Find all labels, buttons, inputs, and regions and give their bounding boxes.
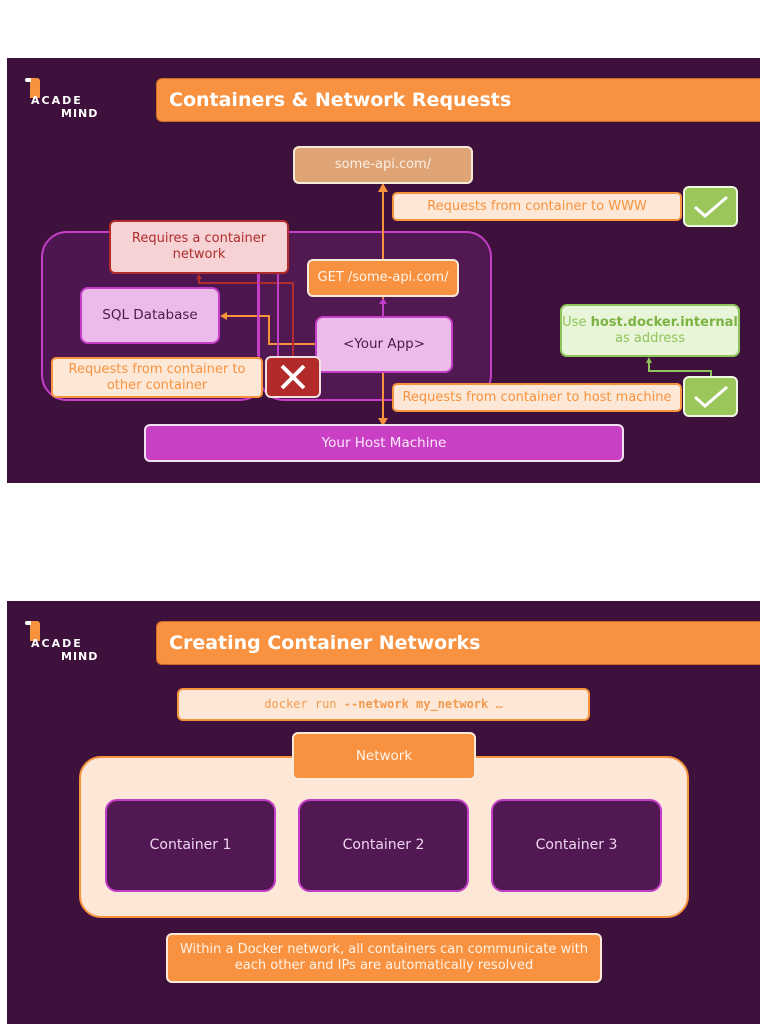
logo-text-line1: ACADE (31, 94, 83, 107)
container-node: Container 3 (491, 799, 662, 892)
host-docker-address: host.docker.internal (590, 314, 738, 330)
cross-icon (265, 356, 321, 398)
arrow-to-host (378, 418, 388, 426)
requires-network-node: Requires a container network (109, 220, 289, 274)
other-container-request-label: Requests from container to other contain… (51, 357, 263, 398)
academind-logo: ACADE MIND (25, 76, 107, 122)
arrow-to-get (379, 298, 387, 304)
line-x-to-requires-network (198, 276, 294, 356)
logo-flag-icon (25, 78, 40, 98)
logo-text-line1: ACADE (31, 637, 83, 650)
slide-title: Containers & Network Requests (169, 89, 512, 111)
network-label: Network (292, 732, 476, 780)
check-icon (683, 376, 738, 417)
logo-flag-icon (25, 621, 40, 641)
command-network-flag: --network my_network (343, 697, 489, 712)
arrow-to-api (378, 183, 388, 192)
command-suffix: … (488, 697, 503, 712)
academind-logo: ACADE MIND (25, 619, 107, 665)
network-explanation-note: Within a Docker network, all containers … (166, 933, 602, 983)
host-docker-prefix: Use (562, 314, 591, 330)
sql-database-node: SQL Database (80, 287, 220, 344)
get-request-node: GET /some-api.com/ (307, 259, 459, 297)
host-docker-line1: Use host.docker.internal (562, 315, 738, 331)
slide-creating-container-networks: ACADE MIND Creating Container Networks d… (7, 601, 760, 1024)
www-request-label: Requests from container to WWW (392, 192, 682, 221)
container-node: Container 2 (298, 799, 469, 892)
docker-run-command: docker run --network my_network … (177, 688, 590, 721)
line-check-to-host-docker (648, 360, 712, 376)
check-icon (683, 186, 738, 227)
slide-title-bar: Creating Container Networks (156, 621, 760, 665)
arrow-to-requires-network (196, 274, 202, 279)
line-app-to-sql (223, 315, 315, 345)
connector-lines (196, 183, 712, 426)
host-machine-node: Your Host Machine (144, 424, 624, 462)
host-docker-internal-node: Use host.docker.internal as address (560, 304, 740, 357)
host-machine-request-label: Requests from container to host machine (392, 383, 682, 412)
arrow-to-sql (220, 312, 227, 320)
container-node: Container 1 (105, 799, 276, 892)
slide-title: Creating Container Networks (169, 632, 481, 654)
slide-title-bar: Containers & Network Requests (156, 78, 760, 122)
api-endpoint-node: some-api.com/ (293, 146, 473, 184)
your-app-node: <Your App> (315, 316, 453, 373)
slide-containers-network-requests: ACADE MIND Containers & Network Requests… (7, 58, 760, 483)
host-docker-suffix: as address (615, 330, 685, 346)
logo-text-line2: MIND (61, 107, 99, 120)
logo-text-line2: MIND (61, 650, 99, 663)
arrow-to-host-docker (646, 357, 652, 363)
command-prefix: docker run (264, 697, 344, 712)
